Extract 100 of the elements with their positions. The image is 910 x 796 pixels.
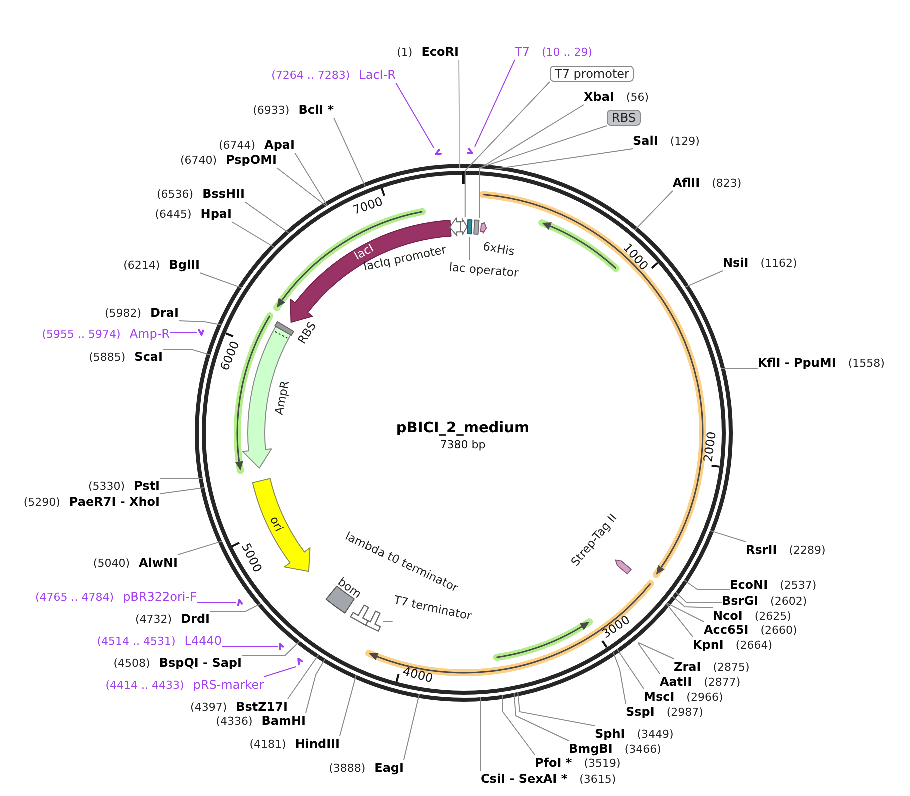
enzyme-name: BamHI	[262, 714, 306, 728]
position-number: (4397)	[190, 701, 228, 715]
position-number: (4181)	[250, 738, 286, 752]
tick-label: 4000	[402, 664, 435, 684]
position-number: (6744)	[218, 139, 256, 153]
enzyme-name: XbaI	[584, 90, 614, 104]
position-number: (4732)	[135, 613, 172, 627]
enzyme-name: BglII	[169, 258, 200, 272]
leader-line	[276, 168, 328, 207]
leader-line	[160, 478, 204, 480]
enzyme-name: AflII	[673, 176, 700, 190]
feature-label: lac operator	[448, 260, 520, 280]
leader-line	[232, 222, 276, 248]
leader-line	[196, 602, 236, 604]
leader-line	[616, 648, 644, 690]
position-number: (2875)	[713, 661, 750, 675]
leader-line	[244, 202, 290, 234]
leader-line	[170, 332, 198, 333]
enzyme-name: ScaI	[134, 350, 163, 364]
enzyme-name: RsrII	[746, 543, 778, 557]
leader-line	[502, 694, 536, 756]
enzyme-name: BclI *	[298, 103, 334, 117]
position-number: (4508)	[114, 657, 150, 671]
leader-line	[480, 104, 584, 169]
leader-line	[464, 82, 550, 218]
leader-line	[294, 152, 328, 206]
position-number: (6536)	[157, 188, 194, 202]
feature-label: lacI	[352, 241, 376, 263]
leader-line	[666, 602, 704, 622]
primer-name: T7	[515, 45, 530, 59]
feature-tag: T7 promoter	[550, 66, 634, 82]
tick-label: 7000	[352, 196, 384, 217]
leader-line	[242, 640, 301, 656]
position-number: (5040)	[93, 557, 130, 571]
leader-line	[684, 270, 724, 288]
position-number: (2537)	[780, 579, 817, 593]
leader-line	[334, 118, 366, 188]
enzyme-name: KflI - PpuMI	[758, 356, 836, 370]
leader-line	[634, 190, 674, 231]
primer-name: L4440	[184, 634, 222, 648]
position-number: (2602)	[770, 595, 808, 609]
enzyme-name: DraI	[150, 306, 179, 320]
primer-mark	[434, 148, 444, 157]
enzyme-name: HpaI	[200, 207, 232, 221]
position-number: (5955 .. 5974)	[42, 328, 121, 342]
position-number: (5330)	[88, 480, 126, 494]
enzyme-name: PstI	[134, 479, 160, 493]
position-number: (2664)	[736, 639, 772, 653]
position-number: (5885)	[89, 351, 126, 365]
position-number: (3615)	[580, 773, 616, 787]
leader-line	[684, 580, 730, 590]
enzyme-name: KpnI	[693, 638, 724, 652]
leader-line	[210, 603, 262, 612]
enzyme-name: SspI	[626, 705, 655, 719]
enzyme-name: BmgBI	[569, 742, 613, 756]
enzyme-name: SphI	[595, 727, 626, 741]
leader-line	[288, 654, 320, 700]
leader-line	[514, 692, 570, 742]
leader-line	[178, 320, 222, 326]
enzyme-name: EcoRI	[422, 45, 459, 59]
enzyme-name: AatII	[660, 675, 692, 689]
position-number: (2289)	[789, 544, 826, 558]
enzyme-name: PaeR7I - XhoI	[69, 495, 160, 509]
feature-tag: RBS	[607, 110, 641, 126]
primer-name: pBR322ori-F	[123, 590, 197, 604]
leader-line	[340, 674, 357, 736]
leader-line	[638, 642, 660, 674]
position-number: (2660)	[760, 624, 798, 638]
position-number: (4765 .. 4784)	[36, 591, 114, 605]
plasmid-length: 7380 bp	[440, 438, 486, 452]
position-number: (3466)	[624, 743, 662, 757]
position-number: (6445)	[155, 208, 192, 222]
leader-line	[480, 126, 608, 218]
leader-line	[404, 694, 420, 760]
enzyme-name: NcoI	[713, 609, 743, 623]
position-number: (6740)	[180, 154, 218, 168]
position-number: (6933)	[253, 104, 290, 118]
position-number: (1162)	[760, 257, 798, 271]
enzyme-name: PfoI *	[535, 756, 572, 770]
position-number: (2625)	[754, 610, 792, 624]
position-number: (129)	[670, 135, 700, 149]
position-number: (3519)	[584, 757, 621, 771]
enzyme-name: ApaI	[264, 138, 295, 152]
primer-name: Amp-R	[130, 327, 170, 341]
feature-block	[465, 218, 475, 237]
position-number: (4414 .. 4433)	[106, 679, 184, 693]
position-number: (4336)	[216, 715, 253, 729]
position-number: (2966)	[686, 691, 724, 705]
leader-line	[474, 60, 516, 148]
enzyme-name: PspOMI	[226, 153, 277, 167]
position-number: (3449)	[637, 728, 674, 742]
leader-line	[396, 82, 434, 148]
leader-line	[710, 530, 746, 542]
position-number: (56)	[626, 91, 649, 105]
position-number: (4514 .. 4531)	[97, 635, 176, 649]
position-number: (7264 .. 7283)	[272, 69, 350, 83]
leader-line	[675, 592, 722, 604]
position-number: (2987)	[666, 706, 704, 720]
position-number: (823)	[712, 177, 742, 191]
enzyme-name: SalI	[633, 134, 658, 148]
